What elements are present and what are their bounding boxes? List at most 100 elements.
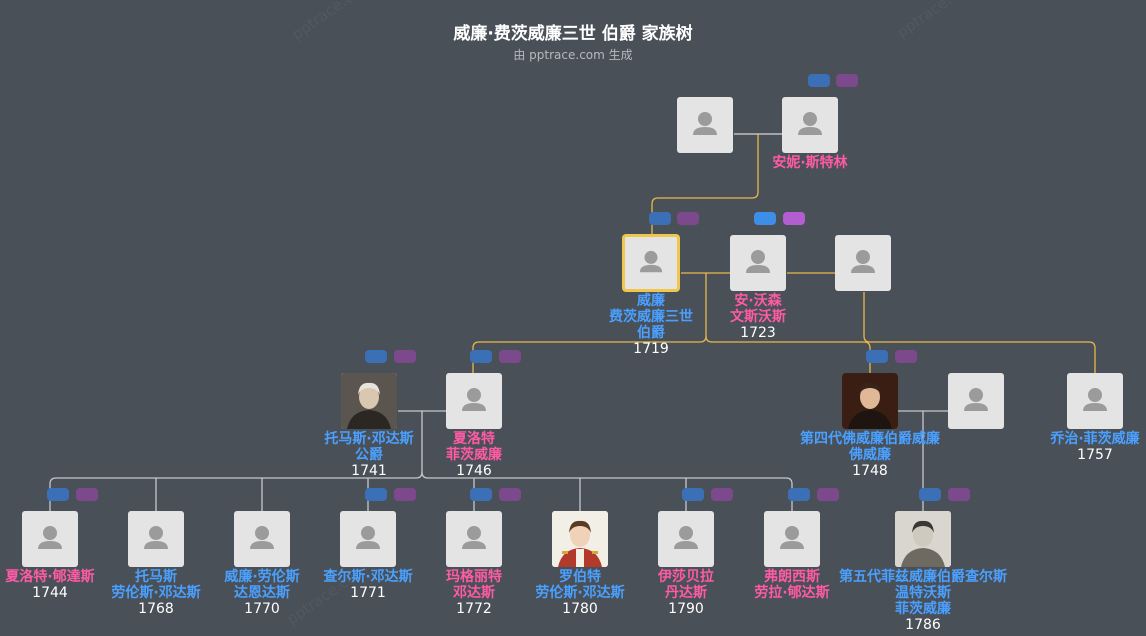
expand-spouse-tag[interactable]: [677, 212, 699, 225]
person-name-line: 公爵: [355, 447, 383, 463]
expand-spouse-tag[interactable]: [394, 488, 416, 501]
person-silhouette-icon: [746, 250, 770, 273]
person-card[interactable]: 安妮·斯特林: [772, 97, 848, 171]
person-silhouette-icon: [250, 526, 274, 549]
birth-year: 1746: [456, 463, 492, 479]
person-photo: [842, 373, 898, 429]
ancestor-line: [705, 335, 871, 373]
person-silhouette-icon: [462, 526, 486, 549]
expand-parents-tag[interactable]: [470, 488, 492, 501]
expand-spouse-tag[interactable]: [836, 74, 858, 87]
person-photo: [22, 511, 78, 567]
person-name-line: 第四代佛威廉伯爵威廉: [800, 431, 940, 447]
person-photo: [835, 235, 891, 291]
ancestor-line: [651, 134, 759, 235]
expand-parents-tag[interactable]: [919, 488, 941, 501]
expand-parents-tag[interactable]: [365, 350, 387, 363]
person-name-line: 费茨威廉三世: [609, 309, 693, 325]
person-name-line: 罗伯特: [559, 569, 601, 585]
person-name-line: 安·沃森: [734, 293, 782, 309]
birth-year: 1719: [633, 341, 669, 357]
expand-spouse-tag[interactable]: [817, 488, 839, 501]
person-name-line: 菲茨威廉: [446, 447, 502, 463]
expand-parents-tag[interactable]: [365, 488, 387, 501]
birth-year: 1790: [668, 601, 704, 617]
person-name-line: 托马斯: [135, 569, 177, 585]
expand-spouse-tag[interactable]: [76, 488, 98, 501]
expand-parents-tag[interactable]: [470, 350, 492, 363]
person-photo: [895, 511, 951, 567]
person-name-line: 劳拉·郇达斯: [754, 585, 830, 601]
person-photo: [677, 97, 733, 153]
person-silhouette-icon: [851, 250, 875, 273]
expand-spouse-tag[interactable]: [394, 350, 416, 363]
expand-parents-tag[interactable]: [682, 488, 704, 501]
portrait-image: [552, 511, 608, 567]
person-name-line: 邓达斯: [453, 585, 495, 601]
expand-spouse-tag[interactable]: [783, 212, 805, 225]
person-name-line: 伯爵: [637, 325, 665, 341]
person-photo: [658, 511, 714, 567]
person-photo: [948, 373, 1004, 429]
expand-parents-tag[interactable]: [754, 212, 776, 225]
expand-spouse-tag[interactable]: [948, 488, 970, 501]
person-silhouette-icon: [798, 112, 822, 135]
person-card[interactable]: [835, 235, 891, 291]
birth-year: 1768: [138, 601, 174, 617]
person-card[interactable]: [677, 97, 733, 153]
expand-spouse-tag[interactable]: [499, 488, 521, 501]
person-photo: [1067, 373, 1123, 429]
expand-parents-tag[interactable]: [47, 488, 69, 501]
page-title: 威廉·费茨威廉三世 伯爵 家族树: [453, 24, 693, 44]
person-photo: [730, 235, 786, 291]
expand-parents-tag[interactable]: [788, 488, 810, 501]
expand-spouse-tag[interactable]: [499, 350, 521, 363]
person-name-line: 温特沃斯: [895, 585, 951, 601]
person-silhouette-icon: [639, 250, 663, 273]
expand-spouse-tag[interactable]: [895, 350, 917, 363]
person-photo: [446, 373, 502, 429]
person-card[interactable]: 弗朗西斯劳拉·郇达斯: [754, 511, 830, 601]
birth-year: 1757: [1077, 447, 1113, 463]
person-silhouette-icon: [356, 526, 380, 549]
birth-year: 1772: [456, 601, 492, 617]
expand-parents-tag[interactable]: [649, 212, 671, 225]
person-photo: [340, 511, 396, 567]
expand-parents-tag[interactable]: [808, 74, 830, 87]
portrait-image: [895, 511, 951, 567]
person-name-line: 菲茨威廉: [895, 601, 951, 617]
person-name-line: 达恩达斯: [234, 585, 290, 601]
person-photo: [623, 235, 679, 291]
birth-year: 1723: [740, 325, 776, 341]
person-photo: [341, 373, 397, 429]
expand-spouse-tag[interactable]: [711, 488, 733, 501]
person-name-line: 佛威廉: [849, 447, 891, 463]
expand-parents-tag[interactable]: [866, 350, 888, 363]
portrait-image: [842, 373, 898, 429]
person-name-line: 查尔斯·邓达斯: [323, 569, 413, 585]
person-card[interactable]: [948, 373, 1004, 429]
